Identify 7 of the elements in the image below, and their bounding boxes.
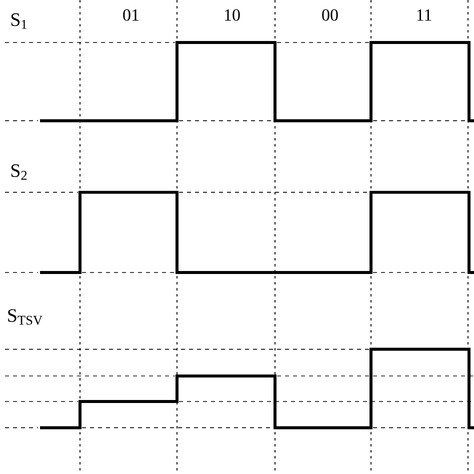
signal-name: S$_{TSV}$ xyxy=(8,309,42,325)
signal-name: S$_{1}$ xyxy=(11,13,27,29)
bit-pair-label: 11 xyxy=(417,9,432,21)
signal-name: S$_{2}$ xyxy=(11,164,27,180)
bit-pair-label: 10 xyxy=(225,9,240,21)
bit-pair-label: 01 xyxy=(123,9,138,21)
bit-pair-label: 00 xyxy=(322,9,338,21)
